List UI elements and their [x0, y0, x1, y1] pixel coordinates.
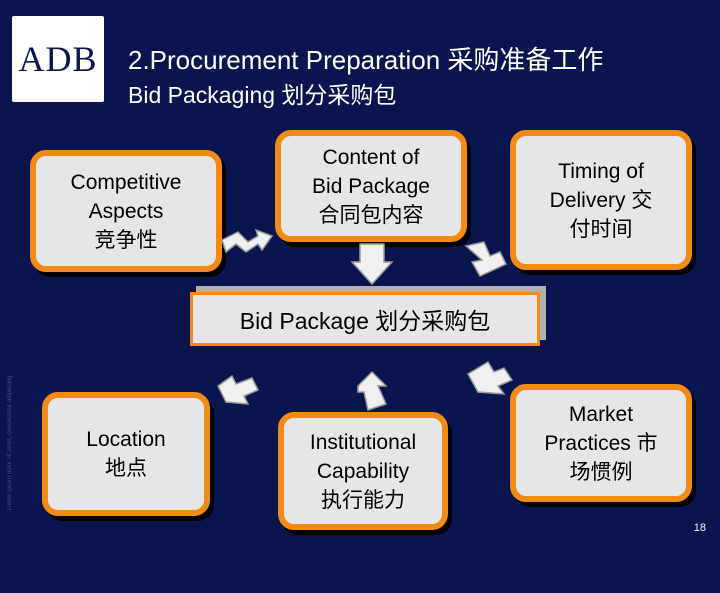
arrow-competitive-icon: [221, 228, 274, 254]
box-competitive-aspects-label: Competitive Aspects 竞争性: [70, 170, 182, 252]
box-institutional-capability: Institutional Capability 执行能力: [278, 412, 448, 530]
box-content-of-bid-package: Content of Bid Package 合同包内容: [275, 130, 467, 242]
box-market-practices-label: Market Practices 市 场惯例: [544, 402, 658, 484]
adb-logo: ADB: [12, 16, 104, 102]
box-timing-of-delivery-label: Timing of Delivery 交 付时间: [549, 159, 653, 241]
arrow-content-icon: [350, 243, 394, 286]
box-content-of-bid-package-label: Content of Bid Package 合同包内容: [312, 145, 430, 227]
arrow-institutional-icon: [357, 370, 388, 411]
arrow-location-icon: [217, 374, 260, 405]
arrow-market-icon: [466, 360, 514, 395]
arrows-layer: [217, 228, 514, 411]
box-market-practices: Market Practices 市 场惯例: [510, 384, 692, 502]
box-institutional-capability-label: Institutional Capability 执行能力: [309, 430, 417, 512]
box-timing-of-delivery: Timing of Delivery 交 付时间: [510, 130, 692, 270]
box-competitive-aspects: Competitive Aspects 竞争性: [30, 150, 222, 272]
center-bid-package-label: Bid Package 划分采购包: [239, 308, 491, 334]
center-bid-package-box: Bid Package 划分采购包: [190, 292, 540, 346]
box-location: Location 地点: [42, 392, 210, 516]
slide: ADB 2.Procurement Preparation 采购准备工作 Bid…: [7, 16, 706, 534]
logo-text: ADB: [18, 39, 98, 79]
slide-title: 2.Procurement Preparation 采购准备工作: [128, 45, 604, 75]
box-location-label: Location 地点: [86, 428, 166, 480]
slide-subtitle: Bid Packaging 划分采购包: [128, 82, 397, 108]
arrow-timing-icon: [464, 241, 508, 277]
page-number: 18: [693, 522, 706, 534]
